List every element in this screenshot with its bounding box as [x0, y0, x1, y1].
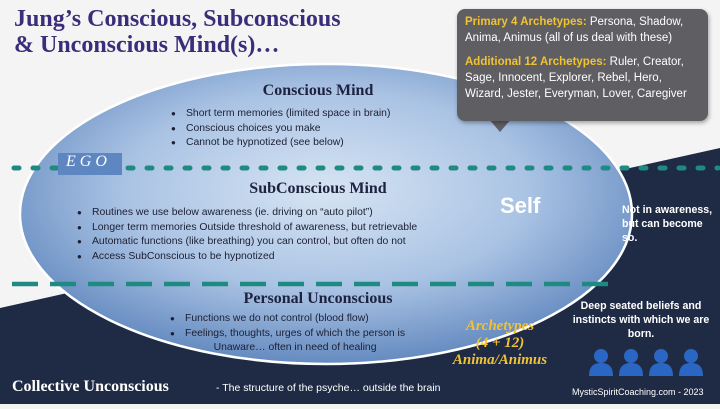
person-icon	[619, 349, 643, 376]
title-line-2: & Unconscious Mind(s)…	[14, 32, 280, 58]
list-item: Longer term memories Outside threshold o…	[77, 221, 417, 236]
archetypes-label: Archetypes (4 + 12) Anima/Animus	[440, 318, 560, 369]
subconscious-mind-list: Routines we use below awareness (ie. dri…	[77, 206, 417, 264]
list-item: Short term memories (limited space in br…	[171, 107, 390, 122]
conscious-mind-heading: Conscious Mind	[262, 82, 374, 99]
ego-label-box	[58, 153, 122, 175]
archetypes-label-line-2: (4 + 12)	[475, 335, 525, 351]
page-title: Jung’s Conscious, Subconscious & Unconsc…	[14, 6, 341, 58]
collective-unconscious-subtitle: - The structure of the psyche… outside t…	[216, 382, 441, 394]
primary-archetypes-text: Persona, Shadow, Anima, Animus (all of u…	[465, 16, 684, 44]
personal-unconscious-list: Functions we do not control (blood flow)…	[170, 312, 405, 356]
deep-seated-beliefs-note: Deep seated beliefs and instincts with w…	[572, 300, 710, 340]
list-item-continuation: Unaware… often in need of healing	[213, 342, 377, 353]
archetypes-label-line-3: Anima/Animus	[452, 352, 548, 368]
list-item: Functions we do not control (blood flow)	[170, 312, 405, 327]
person-icon	[649, 349, 673, 376]
subconscious-mind-heading: SubConscious Mind	[249, 180, 387, 197]
archetypes-box-pointer	[488, 118, 512, 132]
additional-archetypes-text: Ruler, Creator, Sage, Innocent, Explorer…	[465, 56, 687, 100]
primary-archetypes: Primary 4 Archetypes: Persona, Shadow, A…	[465, 14, 700, 46]
list-item: Feelings, thoughts, urges of which the p…	[170, 327, 405, 342]
list-item: Conscious choices you make	[171, 122, 390, 137]
person-icon	[589, 349, 613, 376]
person-icon	[679, 349, 703, 376]
additional-archetypes: Additional 12 Archetypes: Ruler, Creator…	[465, 54, 700, 102]
ego-label: EGO	[66, 153, 111, 170]
self-label: Self	[500, 193, 541, 218]
primary-archetypes-label: Primary 4 Archetypes:	[465, 16, 587, 28]
not-in-awareness-note: Not in awareness, but can become so.	[622, 204, 713, 244]
archetypes-label-line-1: Archetypes	[465, 318, 535, 334]
personal-unconscious-heading: Personal Unconscious	[243, 290, 393, 307]
archetypes-info-box: Primary 4 Archetypes: Persona, Shadow, A…	[457, 9, 708, 121]
list-item: Automatic functions (like breathing) you…	[77, 235, 417, 250]
title-line-1: Jung’s Conscious, Subconscious	[14, 6, 341, 32]
collective-unconscious-title: Collective Unconscious	[12, 378, 169, 395]
list-item: Cannot be hypnotized (see below)	[171, 136, 390, 151]
credit-text: MysticSpiritCoaching.com - 2023	[572, 387, 704, 397]
list-item: Routines we use below awareness (ie. dri…	[77, 206, 417, 221]
additional-archetypes-label: Additional 12 Archetypes:	[465, 56, 607, 68]
conscious-mind-list: Short term memories (limited space in br…	[171, 107, 390, 151]
list-item: Access SubConscious to be hypnotized	[77, 250, 417, 265]
